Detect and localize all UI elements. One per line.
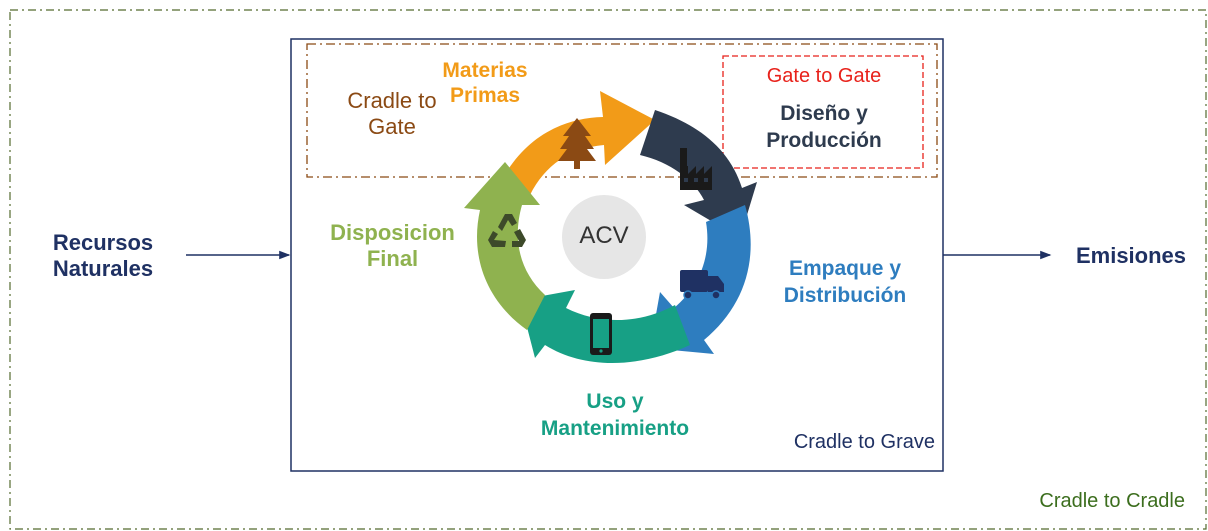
empaque-line-1: Empaque y — [788, 257, 902, 280]
cradle-to-gate-box — [306, 43, 938, 178]
cradle-to-gate-line-1: Cradle to — [347, 88, 437, 113]
gate-to-gate-label: Gate to Gate — [766, 65, 882, 87]
uso-line-2: Mantenimiento — [540, 417, 690, 441]
output-emisiones: Emisiones — [1075, 243, 1187, 268]
phone-icon — [590, 313, 612, 355]
stage-uso-mantenimiento: Uso y Mantenimiento — [520, 388, 710, 443]
cradle-to-cradle-border — [9, 9, 1207, 530]
cradle-to-cradle-label: Cradle to Cradle — [1039, 490, 1185, 512]
stage-materias-primas: Materias Primas — [425, 58, 545, 108]
truck-icon — [680, 270, 724, 300]
center-acv-label: ACV — [579, 222, 629, 249]
acv-circle — [562, 195, 646, 279]
recursos-line-2: Naturales — [52, 256, 154, 282]
stage-disposicion-final: Disposicion Final — [305, 220, 480, 273]
cradle-to-grave-label: Cradle to Grave — [793, 431, 935, 453]
diseno-line-1: Diseño y — [780, 102, 868, 125]
cradle-to-gate-line-2: Gate — [368, 114, 416, 140]
uso-line-1: Uso y — [586, 390, 644, 413]
stage-empaque-distribucion: Empaque y Distribución — [752, 255, 938, 310]
recursos-line-1: Recursos — [52, 230, 154, 255]
input-recursos-naturales: Recursos Naturales — [28, 230, 178, 283]
materias-line-1: Materias — [442, 59, 528, 82]
recycle-icon — [488, 214, 526, 247]
empaque-line-2: Distribución — [783, 284, 907, 308]
stage-diseno-produccion: Diseño y Producción — [728, 100, 920, 155]
materias-line-2: Primas — [449, 84, 521, 108]
disposicion-line-2: Final — [366, 246, 419, 272]
disposicion-line-1: Disposicion — [330, 220, 455, 245]
factory-icon — [680, 148, 712, 190]
diseno-line-2: Producción — [766, 129, 882, 153]
cradle-to-gate-label: Cradle to Gate — [326, 88, 458, 141]
tree-icon — [558, 118, 596, 169]
gate-to-gate-box — [722, 55, 924, 169]
